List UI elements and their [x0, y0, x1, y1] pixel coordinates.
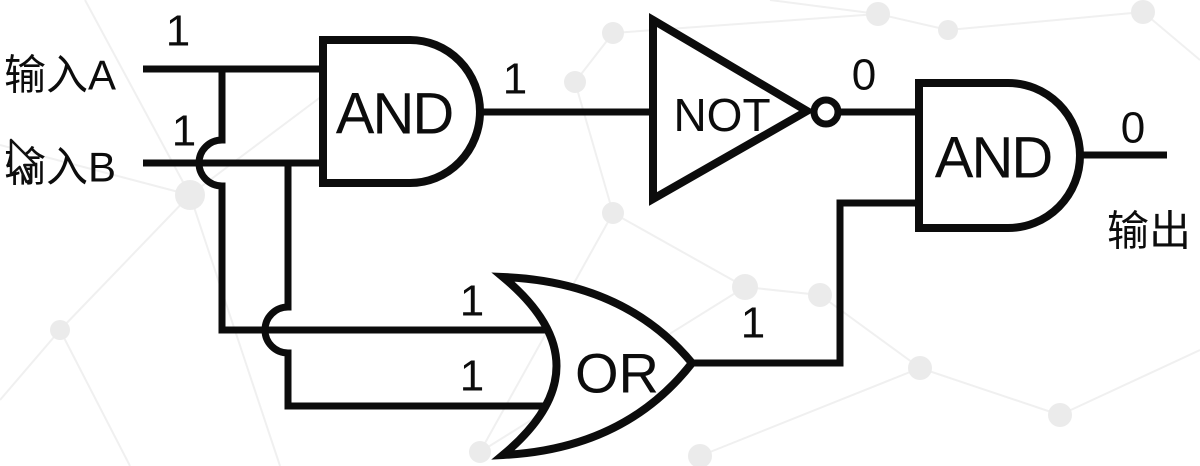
wires: [143, 65, 1167, 410]
or-gate-body[interactable]: [491, 272, 698, 460]
output-label: 输出: [1107, 208, 1191, 255]
gates: [319, 12, 1084, 460]
or-input-top-value: 1: [460, 277, 484, 326]
mouse-cursor-icon: [9, 138, 38, 184]
input-a-value[interactable]: 1: [166, 7, 190, 56]
and1-gate-label: AND: [336, 82, 453, 147]
wire-branch-a-to-or: [195, 66, 558, 334]
or-output-value: 1: [741, 299, 765, 348]
not-output-value: 0: [852, 51, 876, 100]
and2-gate-body[interactable]: [915, 79, 1084, 232]
wire-branch-b-to-or: [261, 160, 552, 410]
not-gate-label: NOT: [673, 89, 770, 141]
input-a-label: 输入A: [4, 52, 116, 99]
and1-gate-body[interactable]: [319, 36, 484, 187]
or-gate-label: OR: [575, 342, 659, 405]
not-gate-body[interactable]: [649, 12, 815, 206]
and1-output-value: 1: [503, 55, 527, 104]
mesh-nodes: [50, 0, 1155, 466]
final-output-value: 0: [1121, 104, 1145, 153]
not-inversion-bubble-icon[interactable]: [810, 96, 842, 128]
or-input-bottom-value: 1: [460, 352, 484, 401]
wire-or-to-and2: [692, 199, 920, 367]
input-b-value[interactable]: 1: [172, 107, 196, 156]
and2-gate-label: AND: [935, 126, 1052, 191]
